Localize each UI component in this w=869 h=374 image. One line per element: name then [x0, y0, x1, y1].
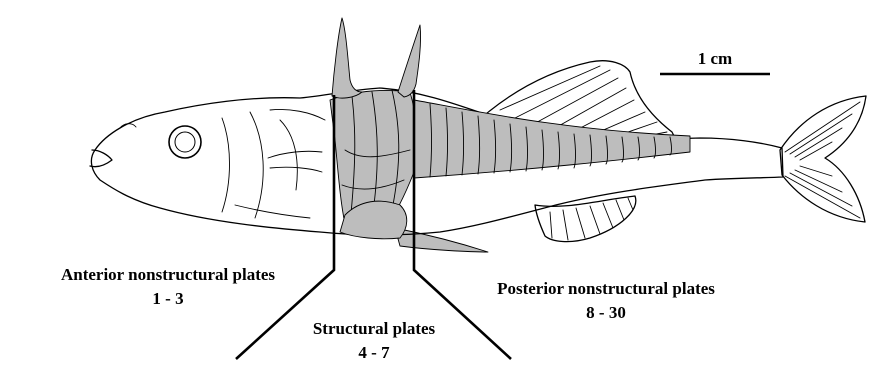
posterior-plates-title: Posterior nonstructural plates: [497, 279, 715, 298]
caudal-fin: [780, 96, 866, 222]
first-dorsal-spine: [332, 18, 362, 98]
second-dorsal-spine: [398, 25, 421, 97]
operculum: [250, 112, 263, 218]
anal-fin: [535, 196, 636, 242]
pectoral-fin: [268, 151, 322, 172]
structural-plates-title: Structural plates: [313, 319, 436, 338]
structural-plates-range: 4 - 7: [358, 343, 390, 362]
posterior-plates-range: 8 - 30: [586, 303, 626, 322]
anterior-plates-range: 1 - 3: [152, 289, 183, 308]
eye: [169, 126, 201, 158]
scale-bar: 1 cm: [660, 49, 770, 74]
scale-bar-label: 1 cm: [698, 49, 732, 68]
group-labels: Anterior nonstructural plates 1 - 3 Stru…: [61, 265, 715, 362]
anterior-plates-title: Anterior nonstructural plates: [61, 265, 275, 284]
